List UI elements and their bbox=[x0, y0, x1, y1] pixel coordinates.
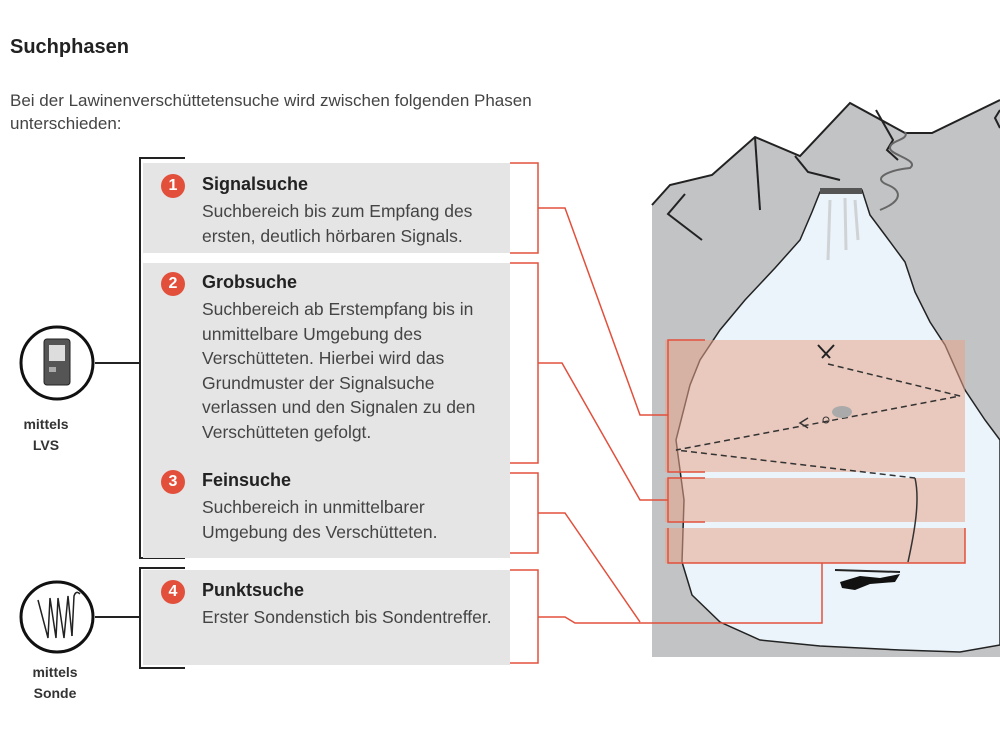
searcher-icon bbox=[822, 406, 852, 424]
phase-2-3-box bbox=[143, 263, 510, 558]
phase-2-description: Suchbereich ab Erstempfang bis in unmitt… bbox=[202, 299, 476, 442]
phase-3-number-badge: 3 bbox=[161, 470, 185, 494]
phase-1-number-badge: 1 bbox=[161, 174, 185, 198]
avalanche-transceiver-icon bbox=[19, 325, 95, 401]
phase-4-number-badge: 4 bbox=[161, 580, 185, 604]
snow-shading bbox=[826, 197, 860, 261]
tool-brackets bbox=[95, 157, 185, 669]
phase-1-box bbox=[143, 163, 510, 253]
page-title: Suchphasen bbox=[10, 36, 129, 58]
tool-label-lvs-line1: mittels bbox=[23, 416, 69, 432]
phase-4-box bbox=[143, 570, 510, 665]
ridge-line bbox=[651, 99, 1000, 206]
tool-label-lvs-line2: LVS bbox=[32, 437, 60, 453]
tool-label-sonde: mittels Sonde bbox=[15, 662, 95, 704]
intro-text: Bei der Lawinenverschüttetensuche wird z… bbox=[10, 91, 532, 133]
tool-label-lvs: mittels LVS bbox=[6, 414, 86, 456]
zone-fine bbox=[665, 528, 965, 563]
phase-4-title: Punktsuche bbox=[202, 580, 305, 600]
tool-label-sonde-line2: Sonde bbox=[33, 685, 77, 701]
phase-3-description: Suchbereich in unmittelbarer Umgebung de… bbox=[202, 497, 438, 542]
phase-1-title: Signalsuche bbox=[202, 174, 309, 194]
phase-connectors bbox=[510, 162, 966, 664]
search-path bbox=[675, 363, 961, 479]
zone-coarse bbox=[665, 478, 965, 522]
probe-icon bbox=[19, 580, 95, 654]
phase-2-title: Grobsuche bbox=[202, 272, 298, 292]
serpentine-track bbox=[879, 131, 914, 211]
phase-3-title: Feinsuche bbox=[202, 470, 292, 490]
crossed-skis-icon bbox=[817, 344, 835, 359]
phase-4-description: Erster Sondenstich bis Sondentreffer. bbox=[202, 607, 492, 627]
phase-2-number-badge: 2 bbox=[161, 272, 185, 296]
buried-person-icon bbox=[840, 574, 900, 590]
phase-1-description: Suchbereich bis zum Empfang des ersten, … bbox=[202, 201, 473, 246]
zone-signal bbox=[665, 340, 965, 472]
tool-label-sonde-line1: mittels bbox=[32, 664, 78, 680]
